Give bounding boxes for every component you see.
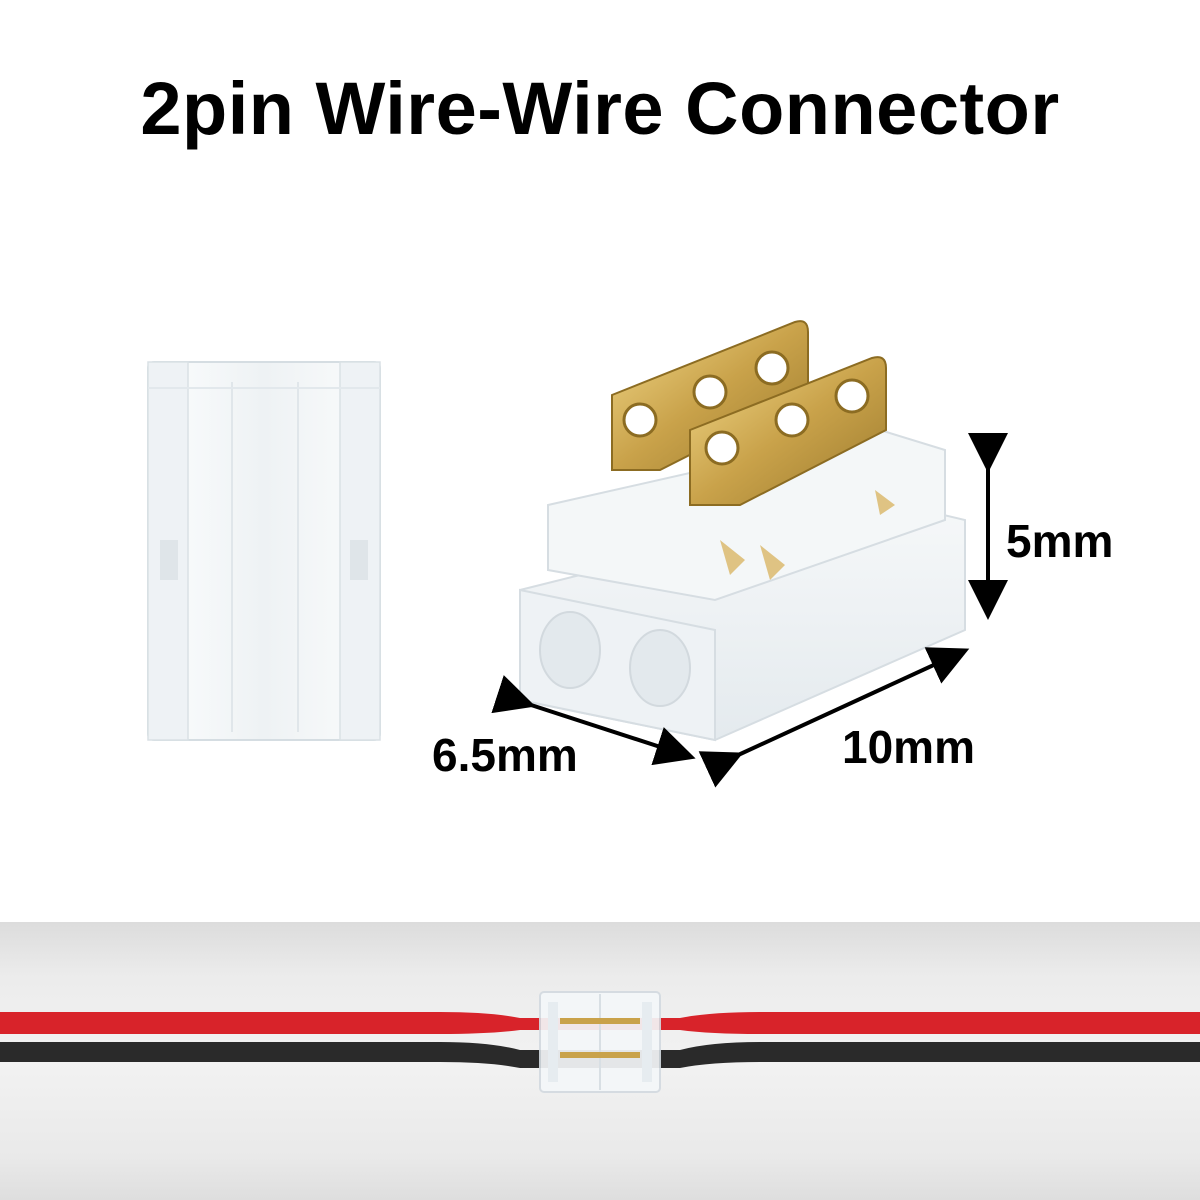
page-title: 2pin Wire-Wire Connector	[140, 67, 1060, 150]
width-dimension-label: 6.5mm	[432, 729, 578, 781]
height-dimension-label: 5mm	[1006, 515, 1114, 567]
wire-connection-illustration	[0, 991, 1200, 1093]
length-dimension-label: 10mm	[842, 721, 975, 773]
connector-on-wire	[539, 991, 661, 1093]
connector-isometric-view	[519, 320, 966, 742]
usage-photo-strip	[0, 922, 1200, 1200]
connector-top-view	[147, 361, 381, 741]
dimension-arrows	[491, 433, 1008, 788]
